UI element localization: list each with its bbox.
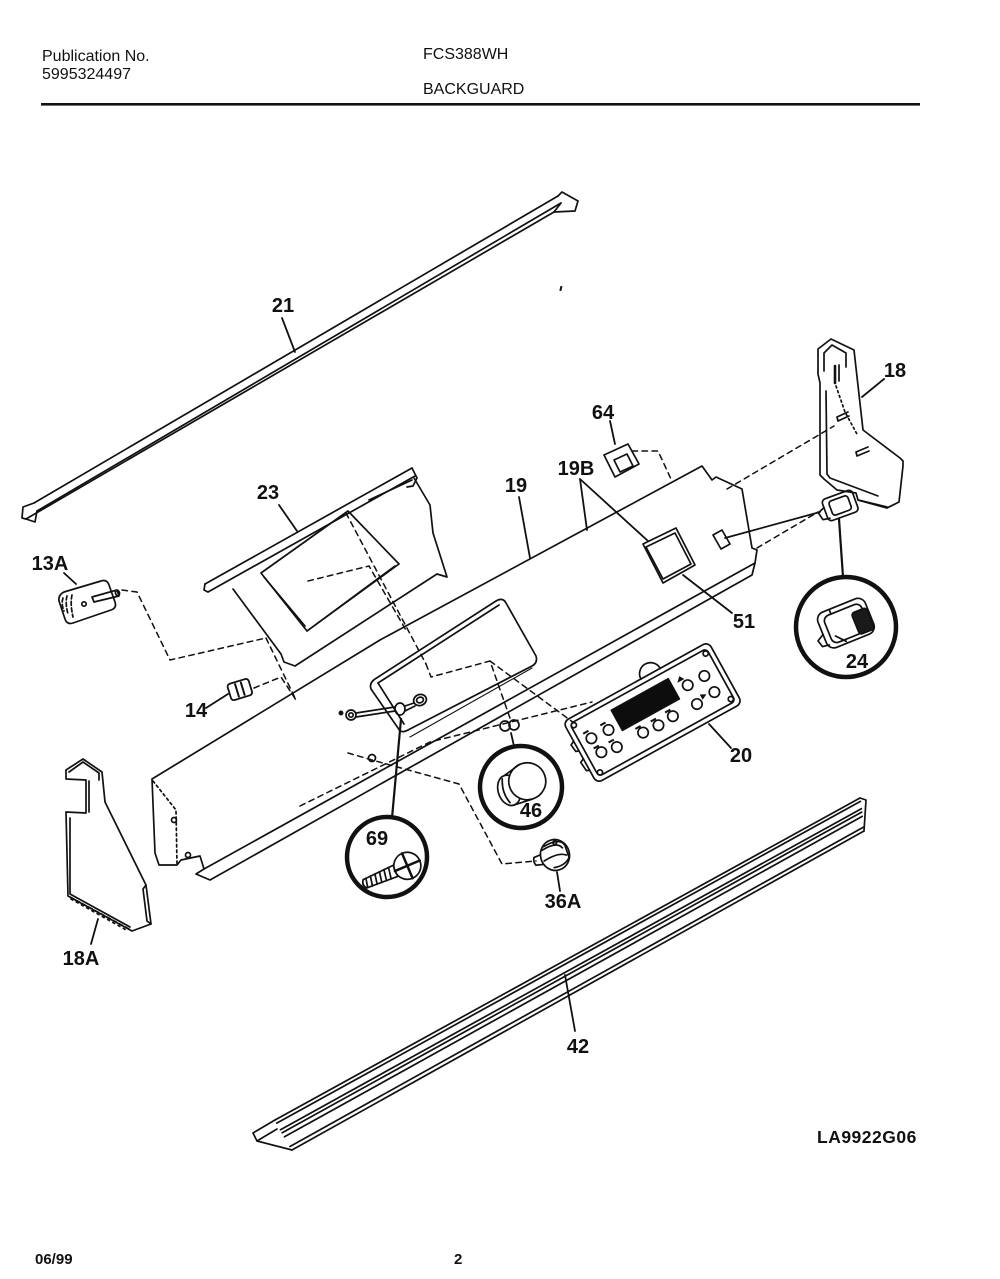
- svg-text:BACKGUARD: BACKGUARD: [423, 81, 524, 98]
- svg-text:21: 21: [272, 295, 294, 317]
- svg-text:06/99: 06/99: [35, 1251, 73, 1268]
- svg-text:51: 51: [733, 611, 755, 633]
- svg-text:64: 64: [592, 402, 615, 424]
- svg-text:Publication No.: Publication No.: [42, 48, 150, 65]
- svg-text:36A: 36A: [545, 891, 582, 913]
- svg-text:69: 69: [366, 828, 388, 850]
- svg-text:18A: 18A: [63, 948, 100, 970]
- svg-text:19B: 19B: [558, 458, 595, 480]
- svg-text:14: 14: [185, 700, 208, 722]
- svg-text:FCS388WH: FCS388WH: [423, 46, 508, 63]
- svg-text:46: 46: [520, 800, 542, 822]
- svg-text:20: 20: [730, 745, 752, 767]
- svg-text:19: 19: [505, 475, 527, 497]
- svg-text:24: 24: [846, 651, 869, 673]
- svg-text:5995324497: 5995324497: [42, 66, 131, 83]
- svg-text:42: 42: [567, 1036, 589, 1058]
- svg-text:23: 23: [257, 482, 279, 504]
- svg-text:13A: 13A: [32, 553, 69, 575]
- svg-text:18: 18: [884, 360, 906, 382]
- svg-text:2: 2: [454, 1251, 462, 1268]
- svg-text:LA9922G06: LA9922G06: [817, 1127, 917, 1147]
